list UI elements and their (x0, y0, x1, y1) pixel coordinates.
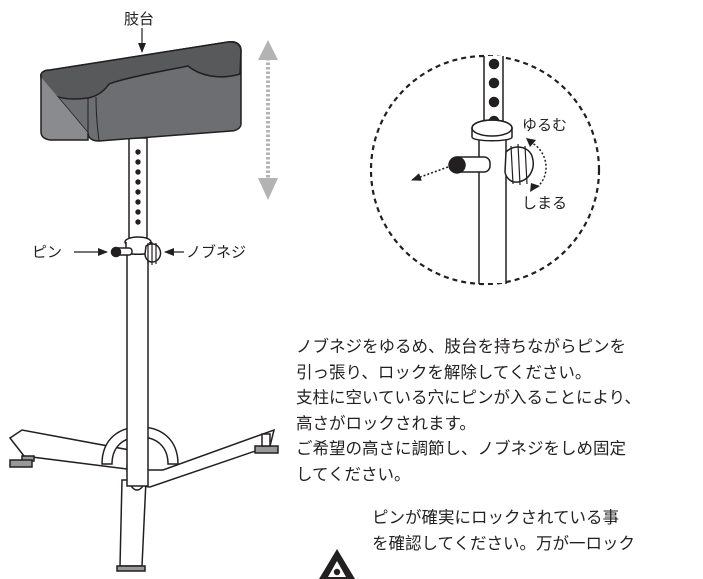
limb-rest-cushion (40, 41, 242, 142)
limb-rest-label: 肢台 (124, 10, 154, 28)
warning-line: を確認してください。万が一ロック (372, 534, 636, 553)
instruction-line: 高さがロックされます。 (296, 413, 476, 433)
warning-line: ピンが確実にロックされている事 (372, 508, 620, 527)
pole-holes (135, 149, 141, 225)
loosen-label: ゆるむ (522, 116, 567, 134)
rotate-arrow (529, 141, 547, 189)
knob-screw-label: ノブネジ (186, 243, 246, 261)
instruction-line: 引っ張り、ロックを解除してください。 (296, 362, 592, 382)
instruction-line: ノブネジをゆるめ、肢台を持ちながらピンを (296, 337, 626, 356)
instruction-line: 支柱に空いている穴にピンが入ることにより、 (296, 388, 642, 407)
detail-view: ゆるむ しまる (369, 54, 601, 286)
warning-text: ピンが確実にロックされている事 を確認してください。万が一ロック (372, 505, 703, 557)
outer-pole (126, 249, 149, 487)
warning-triangle-icon (319, 549, 355, 579)
knob-screw (144, 242, 162, 265)
instruction-line: ご希望の高さに調節し、ノブネジをしめ固定 (296, 439, 626, 458)
stand-illustration (8, 41, 279, 572)
warning-note: ピンが確実にロックされている事 を確認してください。万が一ロック (318, 505, 703, 579)
instruction-line: してください。 (296, 464, 411, 484)
height-adjust-arrow (258, 40, 278, 200)
tighten-label: しまる (522, 194, 567, 212)
pin-label: ピン (32, 243, 62, 261)
instructions: ノブネジをゆるめ、肢台を持ちながらピンを 引っ張り、ロックを解除してください。 … (296, 334, 701, 487)
